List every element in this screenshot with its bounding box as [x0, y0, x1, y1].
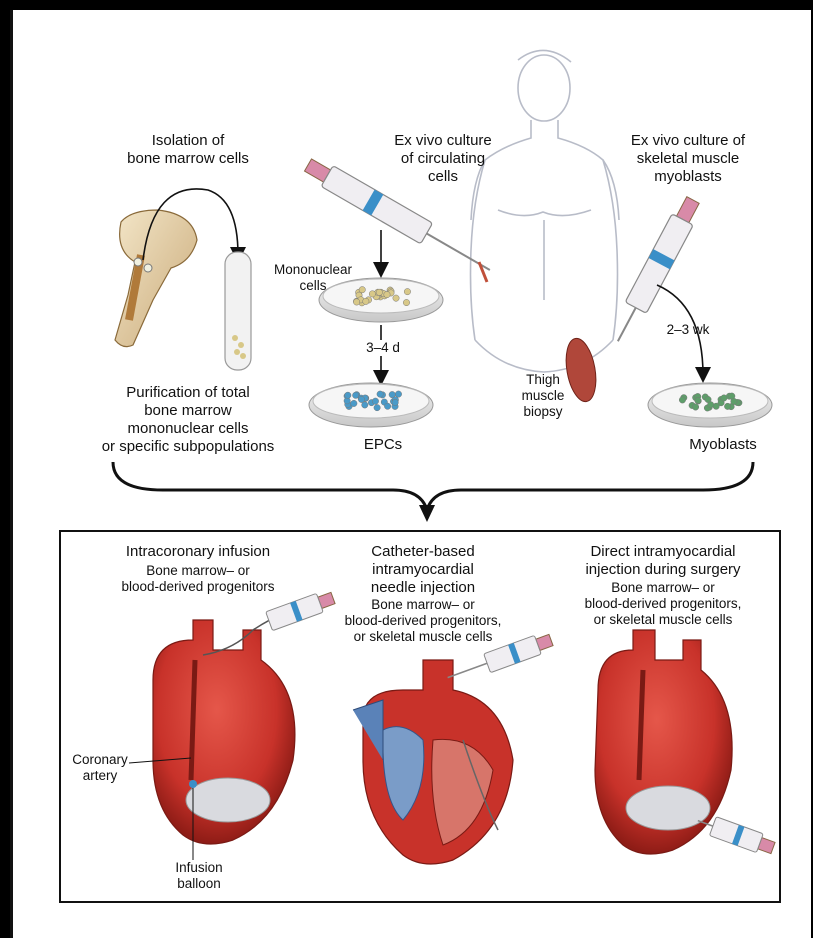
- bone-illustration: [115, 210, 197, 347]
- cell: [353, 299, 359, 305]
- cell: [351, 400, 357, 406]
- cell: [695, 397, 701, 403]
- merge-brace: [113, 462, 753, 510]
- label-isolation: Isolation of bone marrow cells: [103, 132, 273, 168]
- human-body-figure: [471, 50, 620, 372]
- label-infusion-balloon: Infusion balloon: [159, 860, 239, 892]
- label-exvivo-circulating: Ex vivo culture of circulating cells: [368, 132, 518, 186]
- cell: [352, 392, 358, 398]
- cell: [721, 395, 727, 401]
- label-coronary-artery: Coronary artery: [65, 752, 135, 784]
- label-thigh-biopsy: Thigh muscle biopsy: [513, 372, 573, 420]
- label-intracoronary-title: Intracoronary infusion: [108, 543, 288, 561]
- label-myoblasts: Myoblasts: [668, 436, 778, 454]
- brace-arrowhead: [419, 505, 435, 522]
- cell: [404, 288, 410, 294]
- cell: [389, 391, 395, 397]
- label-exvivo-skeletal: Ex vivo culture of skeletal muscle myobl…: [603, 132, 773, 186]
- label-epcs: EPCs: [338, 436, 428, 454]
- cell: [393, 295, 399, 301]
- cell: [395, 391, 401, 397]
- label-duration-myo: 2–3 wk: [658, 322, 718, 338]
- cell: [707, 402, 713, 408]
- cell: [369, 291, 375, 297]
- cell: [384, 403, 390, 409]
- label-purification: Purification of total bone marrow mononu…: [68, 384, 308, 456]
- label-catheter-title: Catheter-based intramyocardial needle in…: [353, 543, 493, 597]
- label-mononuclear: Mononuclear cells: [268, 262, 358, 294]
- cell: [345, 392, 351, 398]
- cell: [362, 402, 368, 408]
- figure-frame: Isolation of bone marrow cells Ex vivo c…: [10, 10, 811, 938]
- cell: [374, 404, 380, 410]
- cell: [372, 398, 378, 404]
- cell: [363, 298, 369, 304]
- cell: [392, 399, 398, 405]
- label-direct-sub: Bone marrow– or blood-derived progenitor…: [563, 580, 763, 628]
- cell: [384, 291, 390, 297]
- cell: [376, 289, 382, 295]
- cell: [358, 396, 364, 402]
- label-intracoronary-sub: Bone marrow– or blood-derived progenitor…: [108, 563, 288, 595]
- label-duration-epc: 3–4 d: [353, 340, 413, 356]
- cell: [731, 398, 737, 404]
- cell: [403, 299, 409, 305]
- cell: [377, 391, 383, 397]
- cell: [724, 403, 730, 409]
- cell: [692, 404, 698, 410]
- test-tube: [225, 252, 251, 370]
- cell: [679, 397, 685, 403]
- label-catheter-sub: Bone marrow– or blood-derived progenitor…: [328, 597, 518, 645]
- label-direct-title: Direct intramyocardial injection during …: [563, 543, 763, 579]
